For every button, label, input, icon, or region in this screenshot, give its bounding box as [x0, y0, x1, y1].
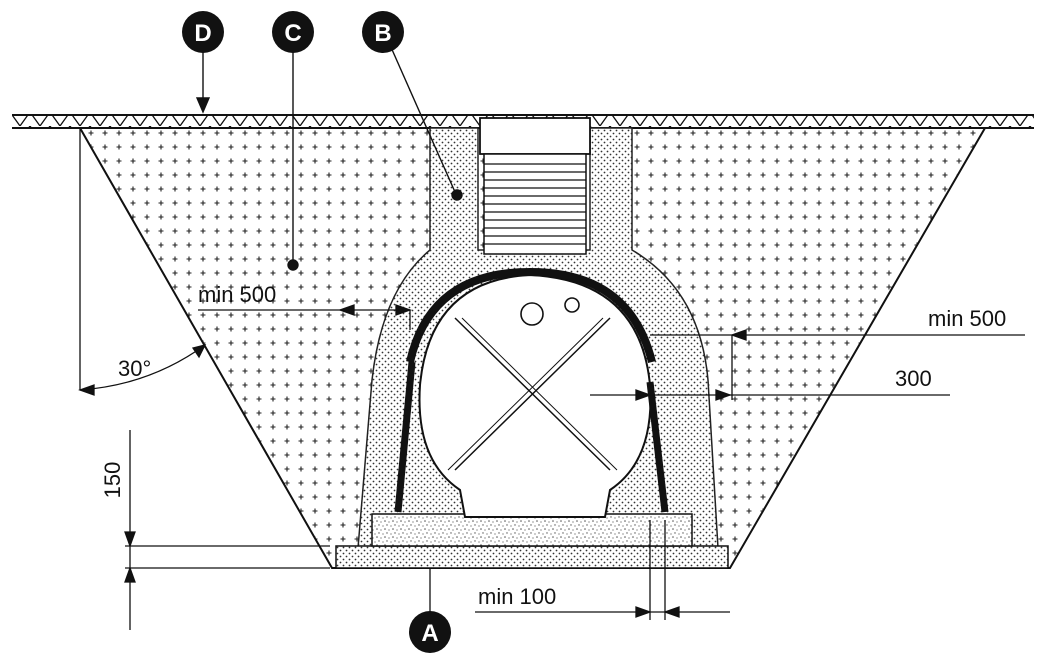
dim-angle: 30°: [118, 356, 151, 381]
callout-a: A: [409, 611, 451, 653]
callout-d-label: D: [194, 20, 211, 47]
dim-min-100: min 100: [478, 584, 556, 609]
tank-body: [394, 267, 669, 518]
callout-b-label: B: [374, 20, 391, 47]
callout-c: C: [272, 11, 314, 53]
callout-d: D: [182, 11, 224, 53]
dim-min-500-right: min 500: [928, 306, 1006, 331]
dim-base-150: 150: [100, 462, 125, 499]
base-layer: [335, 545, 729, 569]
leader-lines: [195, 44, 463, 271]
riser-shaft: [479, 117, 591, 255]
callout-b: B: [362, 11, 404, 53]
sand-bed: [371, 513, 693, 547]
dim-min-500-left: min 500: [198, 282, 276, 307]
dim-clearance-300: 300: [895, 366, 932, 391]
dimension-lines: [78, 128, 1025, 630]
callout-a-label: A: [421, 620, 438, 647]
callout-c-label: C: [284, 20, 301, 47]
